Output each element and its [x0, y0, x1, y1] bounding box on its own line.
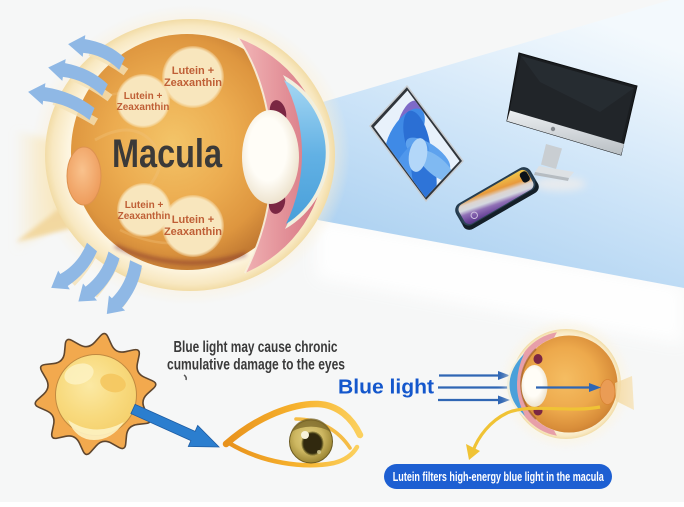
svg-text:Lutein +: Lutein + [172, 214, 214, 226]
svg-text:Lutein filters high-energy blu: Lutein filters high-energy blue light in… [393, 470, 605, 484]
svg-text:Blue light: Blue light [338, 377, 434, 399]
svg-text:Blue light may cause chronic: Blue light may cause chronic [174, 339, 338, 356]
svg-text:Lutein +: Lutein + [172, 65, 214, 77]
svg-text:Lutein +: Lutein + [125, 200, 164, 211]
svg-text:Zeaxanthin: Zeaxanthin [117, 102, 170, 113]
svg-text:cumulative damage to the eyes: cumulative damage to the eyes [167, 357, 345, 374]
svg-text:Lutein +: Lutein + [124, 91, 163, 102]
svg-text:Zeaxanthin: Zeaxanthin [164, 226, 222, 238]
svg-text:Zeaxanthin: Zeaxanthin [118, 211, 171, 222]
svg-text:Zeaxanthin: Zeaxanthin [164, 77, 222, 89]
svg-text:Macula: Macula [112, 132, 223, 176]
